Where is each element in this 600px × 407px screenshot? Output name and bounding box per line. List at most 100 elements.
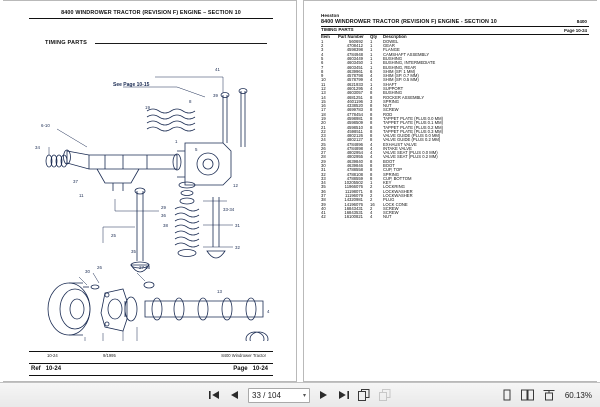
svg-text:11: 11: [79, 193, 84, 198]
svg-text:See Page 10-15: See Page 10-15: [113, 82, 150, 88]
svg-text:8: 8: [189, 99, 192, 104]
left-page-section-rule: [95, 43, 267, 44]
cell-part-number: 4603451: [346, 64, 363, 70]
cell-qty: 4: [370, 210, 373, 216]
cell-description: SCREW: [383, 205, 399, 211]
cell-description: SHIM (SP. 0.5 MM): [383, 77, 419, 83]
cell-item: 33: [321, 175, 326, 181]
chevron-down-icon[interactable]: ▾: [302, 392, 306, 399]
cell-qty: 4: [370, 85, 373, 91]
cell-qty: 2: [370, 193, 373, 198]
cell-description: INTAKE VALVE: [383, 145, 412, 151]
cell-qty: 2: [370, 205, 373, 211]
zoom-level-label[interactable]: 60.13%: [564, 390, 592, 400]
cell-description: SPRING: [383, 98, 400, 104]
cell-item: 1: [321, 38, 324, 44]
cell-part-number: 4639840: [346, 158, 363, 164]
left-page-footer-model: 8400 Windrower Tractor: [221, 353, 266, 358]
cell-qty: 8: [370, 103, 373, 109]
cell-part-number: 4603057: [346, 90, 363, 96]
cell-part-number: 4598398: [346, 47, 363, 53]
previous-page-button[interactable]: [228, 388, 241, 402]
cell-part-number: 4784948: [346, 51, 363, 57]
cell-qty: 1: [370, 43, 373, 49]
right-page-rule-1: [321, 26, 589, 27]
cell-part-number: 4621933: [346, 81, 363, 87]
cell-part-number: 4639846: [346, 163, 363, 169]
two-page-view-icon[interactable]: [521, 388, 535, 402]
svg-text:37: 37: [73, 179, 78, 184]
cell-description: SHIM (SP. 1 MM): [383, 68, 416, 74]
cell-part-number: 4603450: [346, 60, 363, 66]
cell-part-number: 11196079: [344, 193, 363, 198]
last-page-button[interactable]: [337, 388, 350, 402]
page-number-value: 33 / 104: [252, 390, 281, 400]
cell-description: SUPPORT: [383, 85, 404, 91]
copy-page-icon[interactable]: [378, 388, 392, 402]
cell-description: VALVE SEAT (PLUS 0.2 MM): [383, 154, 438, 160]
cell-part-number: 14320981: [344, 197, 363, 203]
cell-item: 23: [321, 133, 326, 139]
cell-qty: 4: [370, 145, 373, 151]
cell-item: 14: [321, 94, 326, 100]
cell-description: SCREW: [383, 210, 399, 216]
cell-part-number: 4598511: [347, 128, 363, 134]
svg-text:35: 35: [131, 249, 136, 254]
cell-description: BUSHING: [383, 56, 403, 61]
cell-item: 26: [321, 145, 326, 151]
cell-item: 5: [321, 56, 324, 61]
cell-qty: 1: [370, 180, 373, 186]
cell-qty: 8: [370, 163, 373, 169]
column-header-qty: Qty: [370, 33, 378, 39]
left-page-title-rule: [29, 18, 273, 19]
single-page-view-icon[interactable]: [500, 388, 514, 402]
cell-item: 12: [321, 85, 326, 91]
svg-text:5: 5: [195, 147, 198, 152]
next-page-button[interactable]: [317, 388, 330, 402]
cell-description: NUT: [383, 103, 392, 109]
cell-qty: 3: [370, 98, 373, 104]
svg-text:34: 34: [35, 145, 40, 150]
cell-part-number: 4338520: [346, 103, 363, 109]
zoom-controls-group: 60.13%: [500, 388, 592, 402]
svg-text:25: 25: [111, 233, 116, 238]
fit-width-icon[interactable]: [542, 388, 556, 402]
page-number-input[interactable]: 33 / 104 ▾: [248, 387, 310, 403]
cell-description: NUT: [383, 214, 392, 220]
cell-description: TAPPET PLATE (PLUS 0.3 MM): [383, 128, 444, 134]
first-page-button[interactable]: [208, 388, 221, 402]
fit-page-icon[interactable]: [357, 388, 371, 402]
cell-part-number: 16100821: [344, 214, 363, 220]
cell-qty: 8: [370, 171, 373, 177]
cell-qty: 8: [370, 107, 373, 113]
cell-description: FLANGE: [383, 47, 400, 53]
cell-qty: 4: [370, 150, 373, 156]
cell-description: TAPPET PLATE (PLUS 0.2 MM): [383, 124, 444, 130]
cell-part-number: 4802955: [346, 154, 363, 160]
right-page-rule-2: [321, 33, 589, 35]
document-viewport[interactable]: 8400 WINDROWER TRACTOR (REVISION F) ENGI…: [0, 0, 600, 382]
svg-text:30: 30: [85, 269, 90, 274]
cell-qty: 8: [370, 124, 373, 130]
cell-part-number: 4578798: [346, 73, 363, 79]
cell-description: LOCKRING: [383, 184, 405, 190]
cell-item: 21: [321, 124, 326, 130]
cell-item: 15: [321, 98, 326, 104]
